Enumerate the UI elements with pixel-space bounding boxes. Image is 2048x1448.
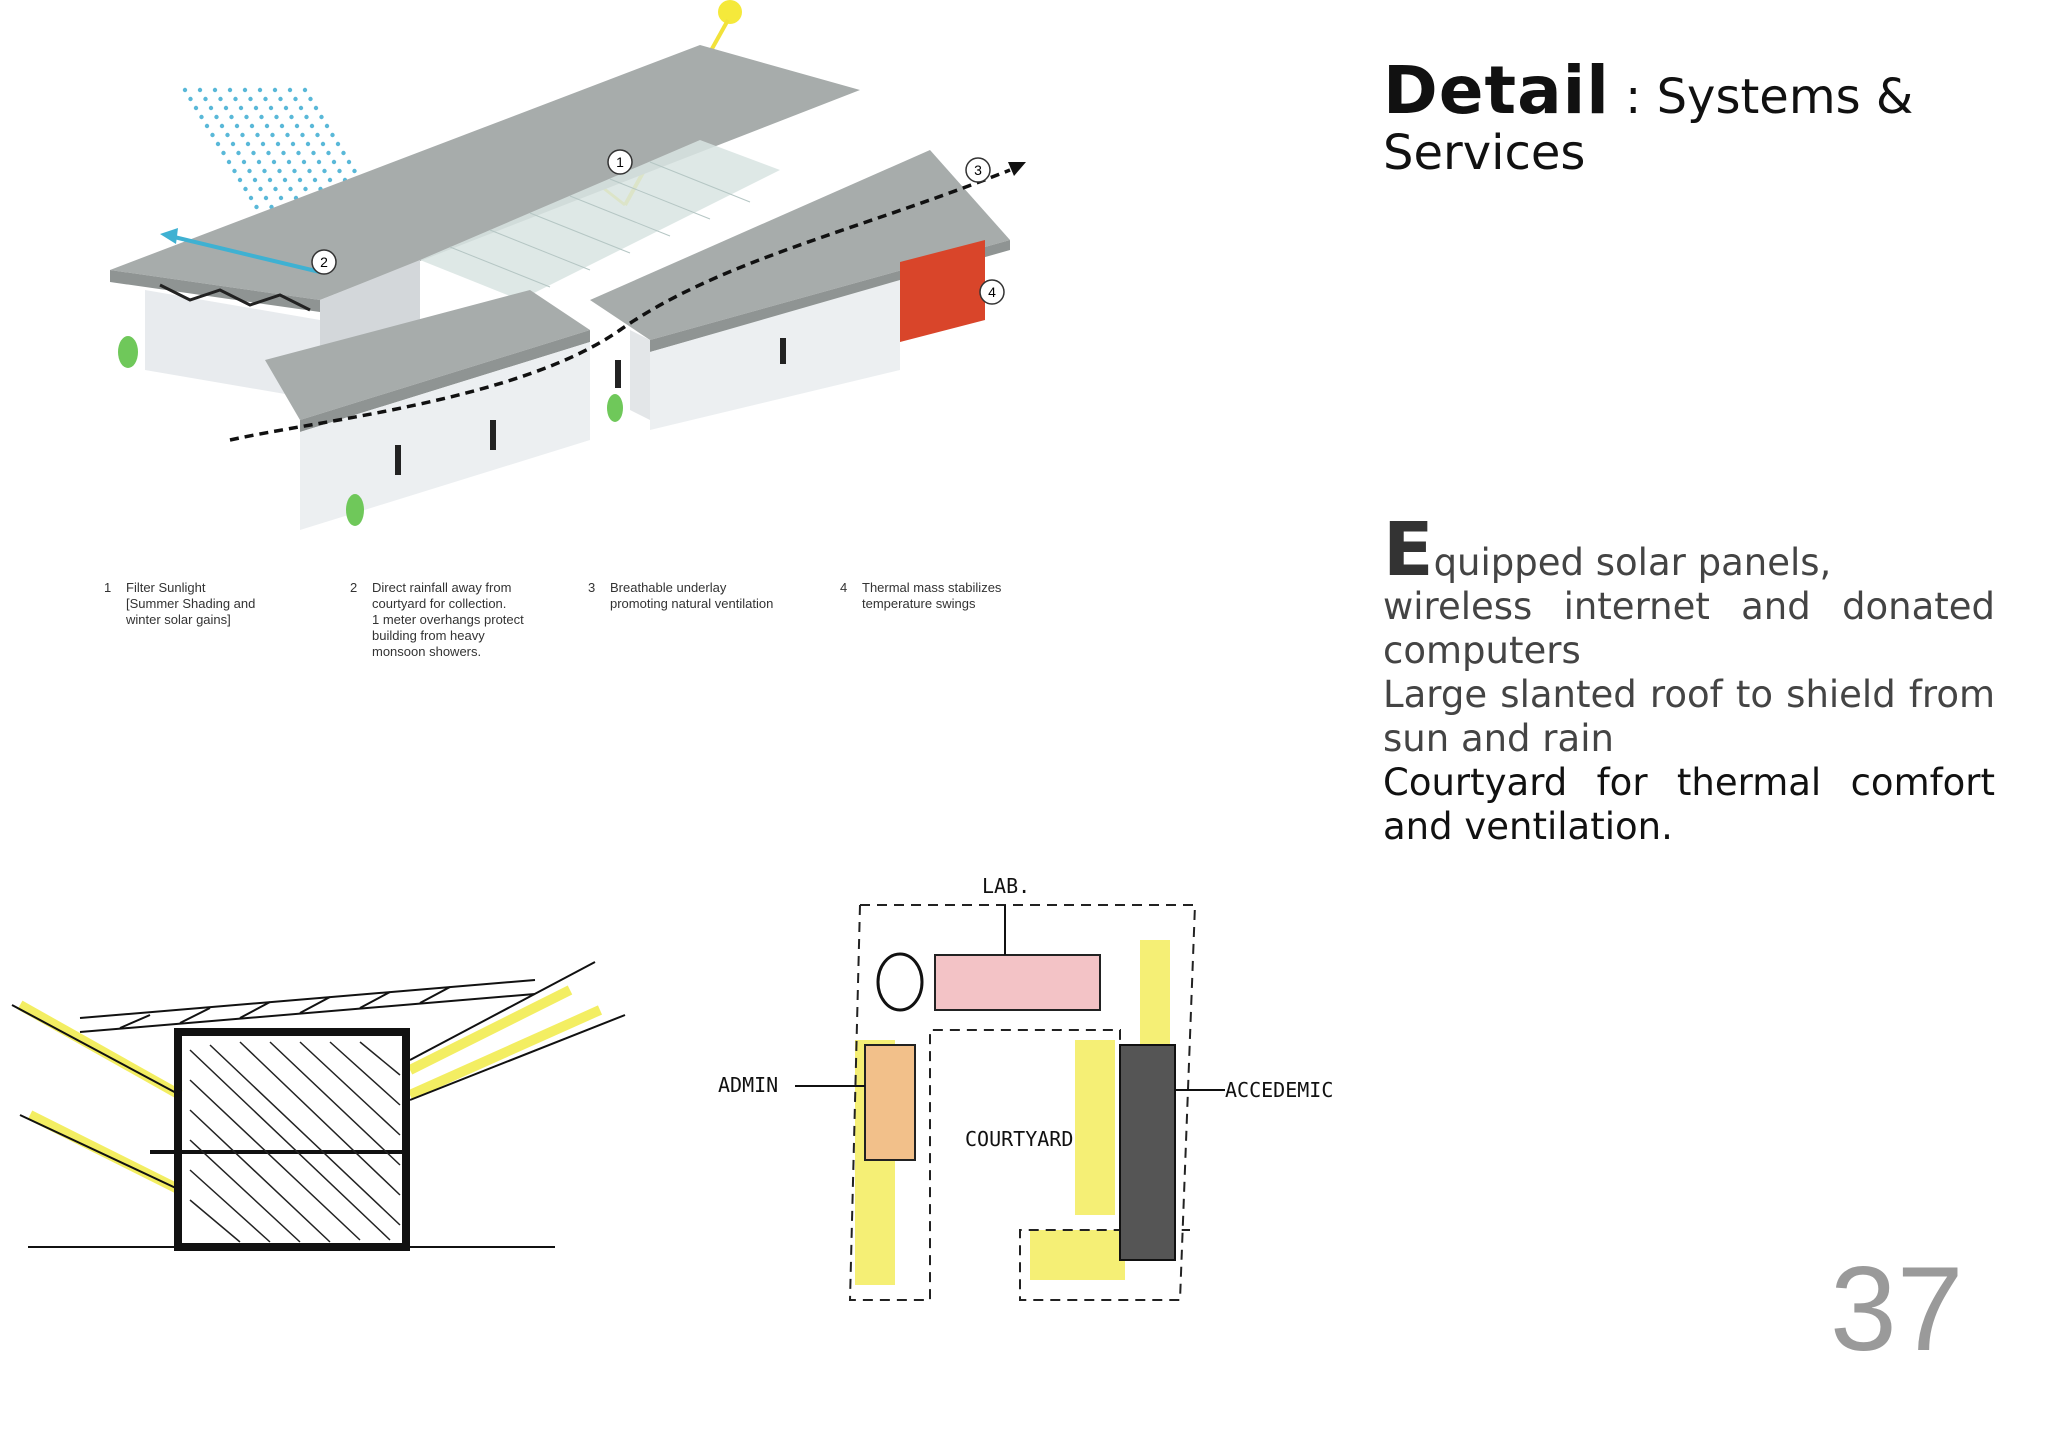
legend-text: Breathable underlay promoting natural ve…: [610, 580, 774, 611]
rainfall-arrow: [169, 234, 321, 274]
title-separator: :: [1609, 69, 1657, 125]
page-number: 37: [1830, 1242, 1964, 1376]
legend-number: 1: [104, 580, 112, 595]
legend-text: Filter Sunlight [Summer Shading and wint…: [126, 580, 256, 627]
legend-number: 4: [840, 580, 848, 595]
plan-sketch: LAB. ADMIN ACCEDEMIC COURTYARD: [718, 874, 1333, 1301]
title-rest: Systems &: [1656, 69, 1914, 125]
section-sketch: [11, 961, 626, 1251]
title-line2: Services: [1383, 125, 1586, 181]
academic-block: [1119, 1044, 1176, 1261]
svg-text:3: 3: [974, 162, 982, 178]
paragraph-1-start: quipped solar panels,: [1433, 541, 1832, 584]
description-text: Equipped solar panels, wireless internet…: [1383, 513, 1995, 849]
title-bold: Detail: [1383, 52, 1610, 129]
front-block-wall: [300, 342, 590, 530]
page-title: Detail : Systems & Services: [1383, 52, 1983, 181]
paragraph-2: Large slanted roof to shield from sun an…: [1383, 673, 1995, 760]
ventilation-path: [229, 168, 1011, 442]
glass-skylight: [420, 140, 780, 300]
main-roof: [110, 45, 860, 300]
building-axonometric-diagram: 1 2 3 4: [110, 0, 1026, 530]
front-block-roof: [265, 290, 590, 420]
legend-number: 2: [350, 580, 358, 595]
svg-text:2: 2: [320, 254, 328, 270]
admin-label: ADMIN: [718, 1073, 778, 1097]
legend-text: Direct rainfall away from courtyard for …: [372, 580, 524, 659]
paragraph-3: Courtyard for thermal comfort and ventil…: [1383, 761, 1995, 848]
legend-text: Thermal mass stabilizes temperature swin…: [862, 580, 1002, 611]
east-block-wall: [650, 280, 900, 430]
svg-text:1: 1: [616, 154, 624, 170]
paragraph-1-rest: wireless internet and donated computers: [1383, 585, 1995, 672]
lab-label: LAB.: [982, 874, 1030, 898]
academic-label: ACCEDEMIC: [1225, 1078, 1333, 1102]
courtyard-label: COURTYARD: [965, 1127, 1073, 1151]
drop-cap: E: [1383, 507, 1434, 593]
callout-markers: 1 2 3 4: [311, 149, 1005, 305]
sun-icon: [718, 0, 742, 24]
thermal-mass-wall: [900, 240, 985, 342]
tree-icons: [118, 336, 623, 526]
lab-block: [934, 954, 1101, 1011]
svg-text:4: 4: [988, 284, 996, 300]
legend-number: 3: [588, 580, 596, 595]
admin-block: [864, 1044, 916, 1161]
